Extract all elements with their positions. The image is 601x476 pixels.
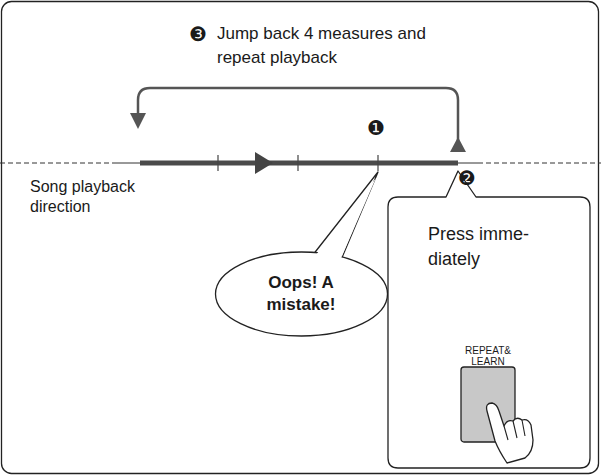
callout-number: ❶ [367,115,397,141]
node-text: Oops! A mistake! [251,272,351,316]
step-caption: Jump back 4 measures and repeat playback [217,22,447,70]
speech-bubble-outline [214,250,389,338]
callout-box: Press imme- diatelyREPEAT& LEARN [388,197,590,468]
timeline-dashed [478,163,601,164]
bubble-ellipse [216,252,388,336]
measure-tick [217,155,218,171]
direction-caption: Song playback direction [30,177,160,217]
pressing-hand [487,403,533,463]
arrow-head-up [450,137,466,152]
repeat-learn-button: REPEAT& LEARN [460,345,516,445]
timeline-played [140,161,458,166]
measure-tick [297,155,298,171]
hand-creases [504,420,525,440]
arrow-head-down [130,113,146,129]
button-body [461,367,515,442]
callout-number: ❷ [458,165,488,191]
direction-arrow [255,152,273,174]
speech-bubble: Oops! A mistake! [214,250,389,338]
node-text: Press imme- diately [428,222,543,272]
jump-back-bracket [138,88,458,142]
timeline-thin [112,163,140,164]
timeline-thin [458,163,478,164]
callout-number: ❸ [189,21,219,47]
timeline-dashed [0,163,112,164]
bubble-seam [316,178,377,260]
callout-outline [388,171,590,468]
measure-tick [377,155,378,171]
node-text: REPEAT& LEARN [456,345,520,367]
